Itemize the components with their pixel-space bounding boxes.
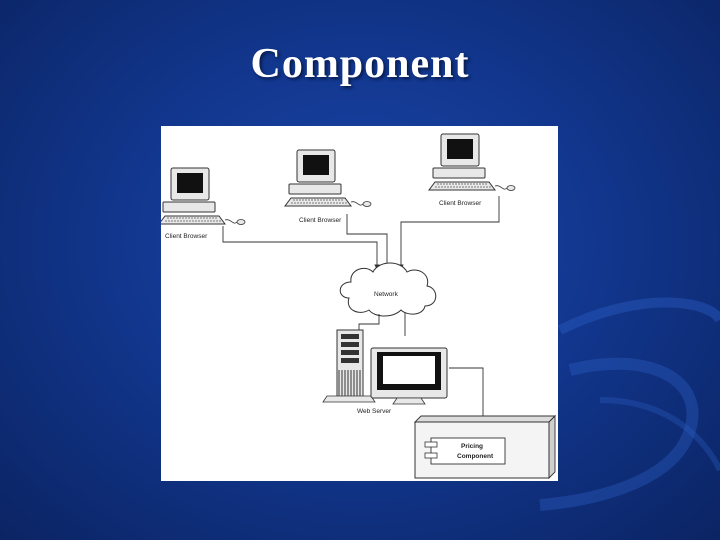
client-label-1: Client Browser: [165, 233, 208, 240]
server-tower: [322, 329, 376, 403]
connector-client1-network: [222, 226, 380, 270]
network-diagram: Client Browser Client Browser Client Bro…: [161, 133, 557, 480]
client-browser-1: [161, 167, 246, 225]
diagram-panel: Client Browser Client Browser Client Bro…: [161, 126, 558, 481]
slide-title: Component: [250, 41, 470, 87]
connector-client3-network: [398, 196, 500, 270]
network-cloud: [339, 262, 437, 317]
server-label: Web Server: [357, 408, 392, 415]
client-browser-2: [284, 149, 372, 207]
client-label-2: Client Browser: [299, 217, 342, 224]
connector-client2-network: [346, 214, 390, 270]
server-monitor: [370, 347, 448, 405]
component-label-line1: Pricing: [461, 443, 483, 450]
network-label: Network: [374, 291, 399, 298]
client-label-3: Client Browser: [439, 200, 482, 207]
connector-server-component: [449, 367, 486, 421]
component-label-line2: Component: [457, 453, 494, 460]
pricing-component-node: [413, 414, 557, 480]
client-browser-3: [428, 133, 516, 191]
